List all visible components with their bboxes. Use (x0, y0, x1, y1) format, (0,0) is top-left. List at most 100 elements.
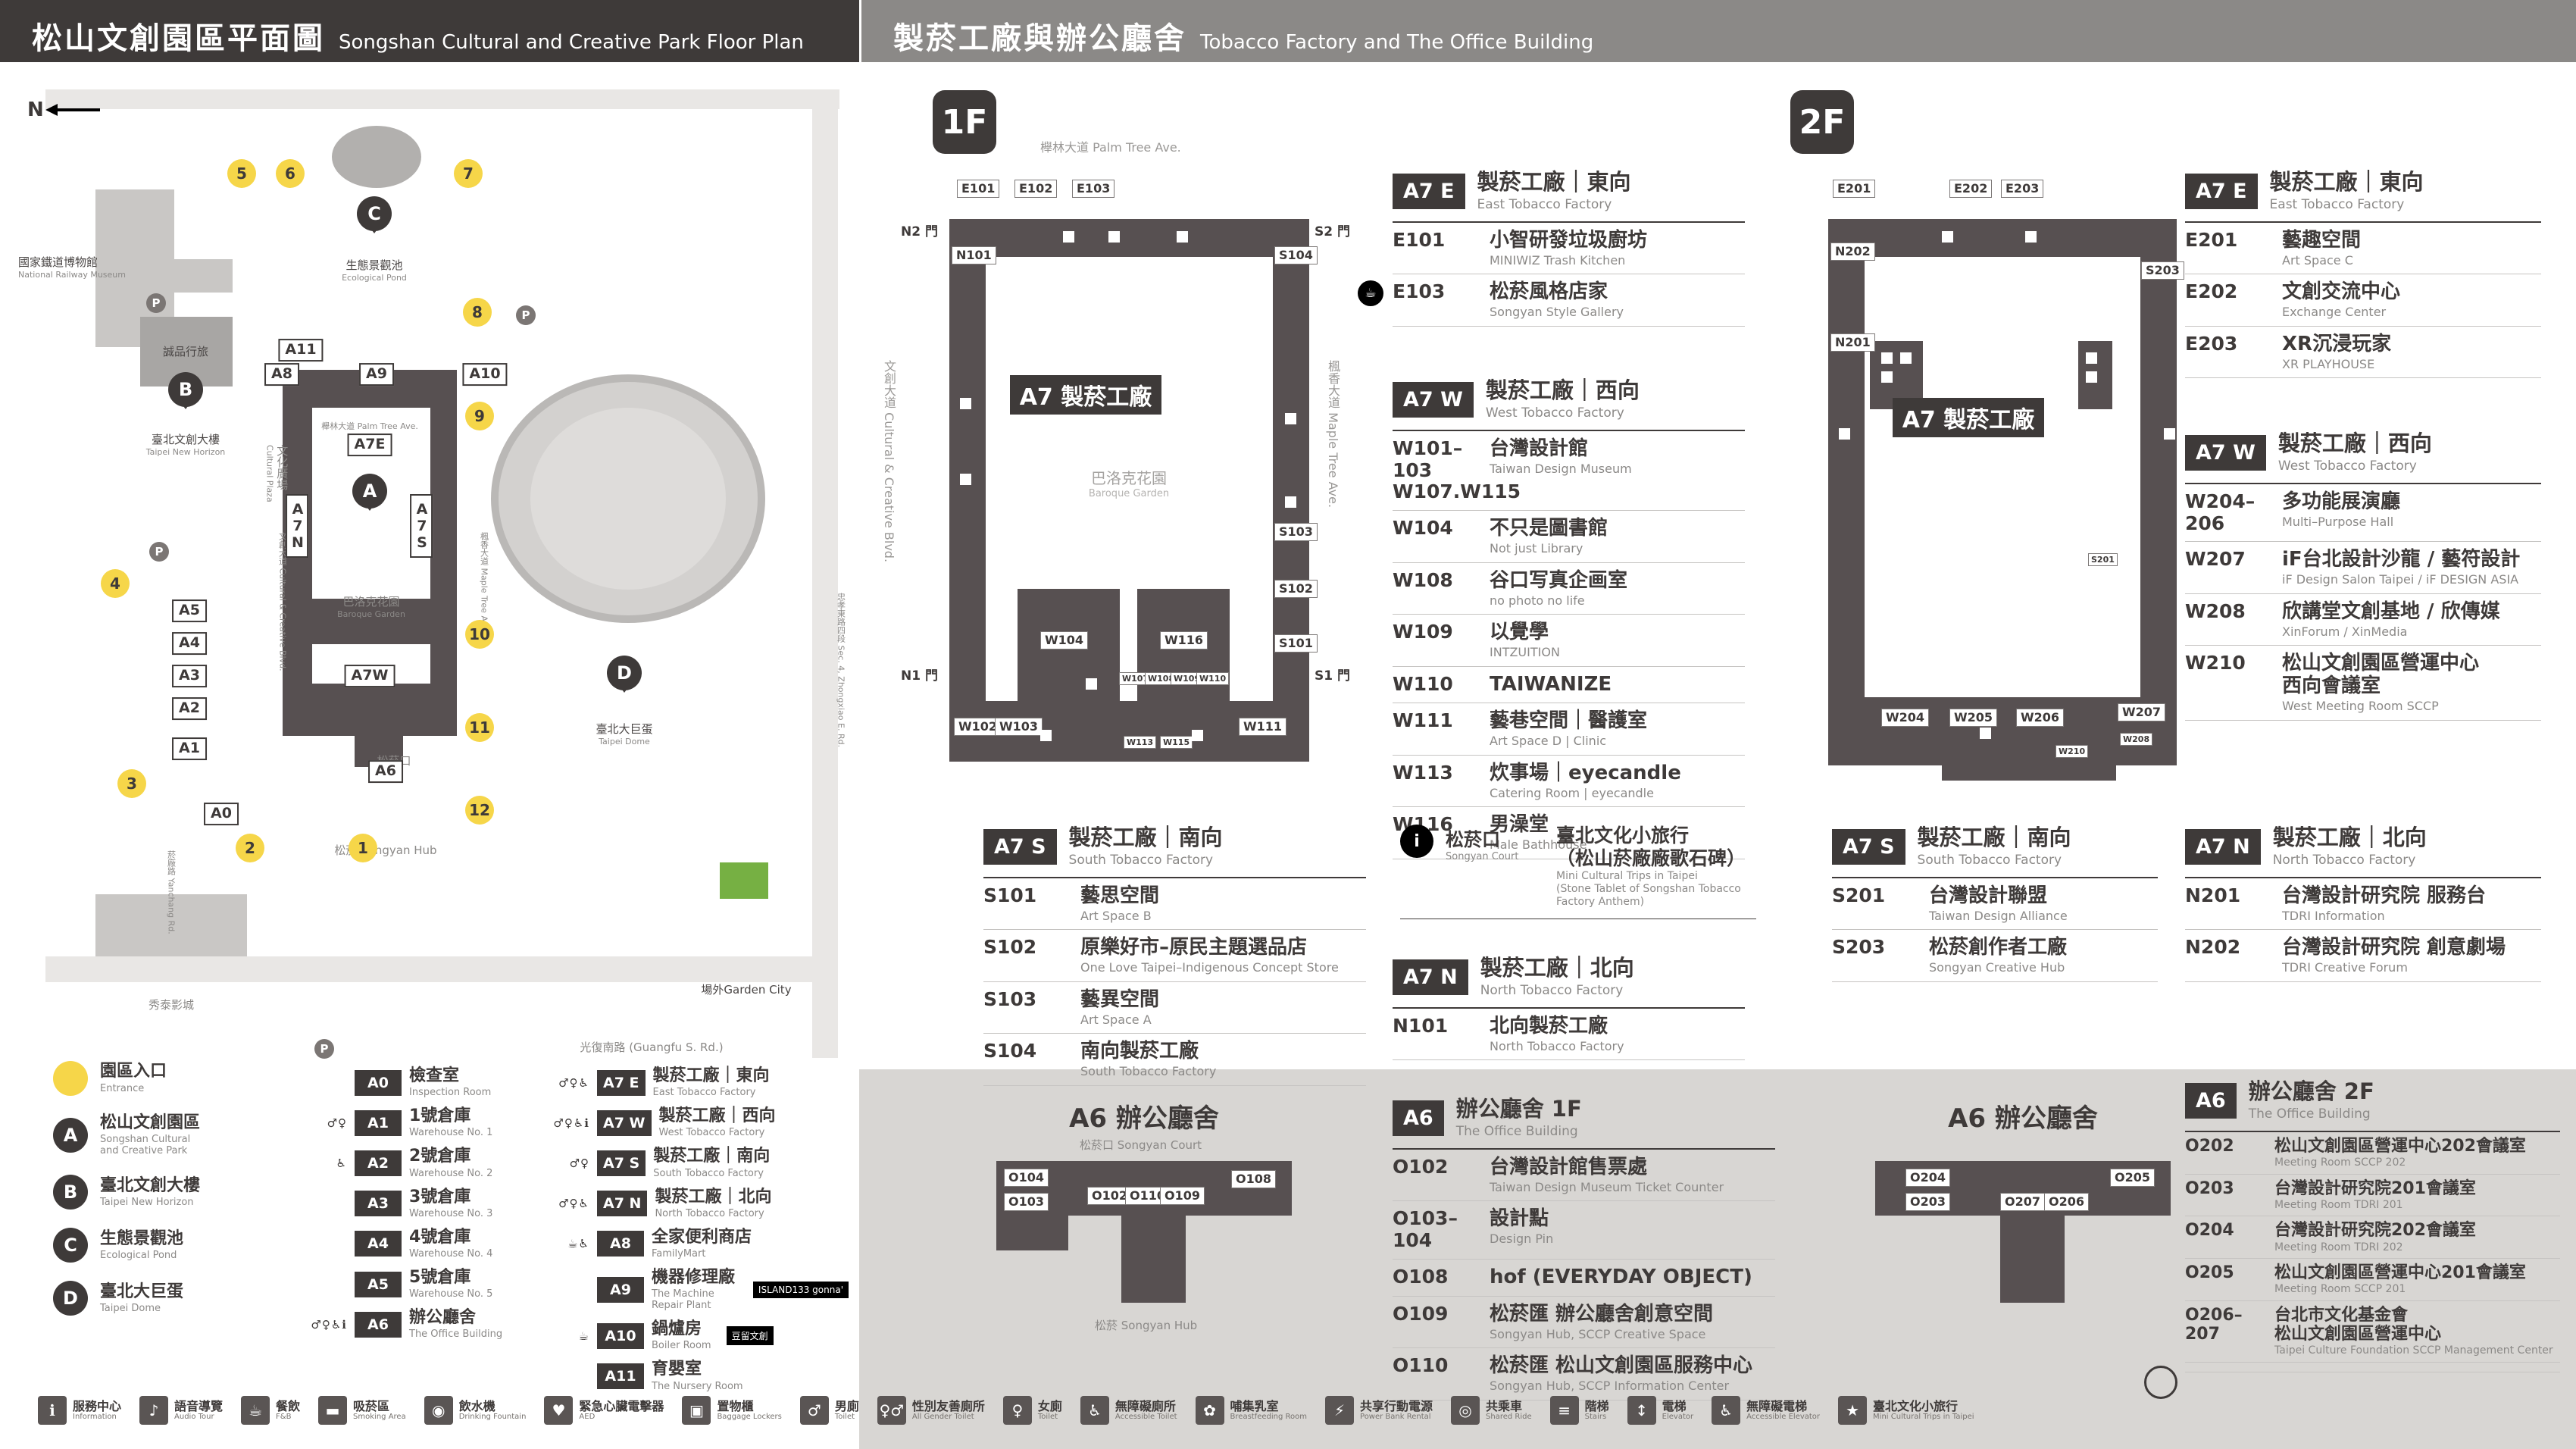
legend-building-row: A11 育嬰室 The Nursery Room (546, 1360, 849, 1392)
room-label: W115 (1160, 736, 1193, 749)
legend-building-row: A5 5號倉庫 Warehouse No. 5 (303, 1268, 538, 1300)
map-label-en: Taipei Dome (599, 736, 650, 746)
legend-place-row: D 臺北大巨蛋 Taipei Dome (53, 1281, 303, 1316)
legend-building-row: ♂♀♿ A7 N 製菸工廠｜北向 North Tobacco Factory (546, 1188, 849, 1219)
directory-entry: W204–206 多功能展演廳 Multi–Purpose Hall (2185, 484, 2541, 543)
room-name-en: Meeting Room SCCP 202 (2274, 1156, 2406, 1169)
facility-icon: ↕ (1627, 1396, 1656, 1425)
court-name-en: Songyan Court (1446, 851, 1519, 862)
facility-icon (1192, 730, 1203, 741)
legend-place-en: Taipei Dome (100, 1302, 161, 1314)
room-name-en: Art Space D | Clinic (1490, 734, 1607, 749)
floor-1f-badge: 1F (933, 90, 996, 154)
section-code-badge: A6 (2185, 1082, 2237, 1119)
facility-icon (1285, 496, 1296, 508)
room-name-zh: XR沉浸玩家 (2282, 332, 2392, 355)
directory-a7s-1f: A7 S 製菸工廠｜南向 South Tobacco Factory S101 … (983, 825, 1366, 1086)
room-label: S201 (2088, 553, 2118, 566)
footer-legend-item: ♥ 緊急心臟電擊器 AED (544, 1396, 664, 1425)
legend-place-zh: 生態景觀池 (100, 1228, 184, 1248)
map-label-zh: 臺北文創大樓 (151, 432, 220, 446)
directory-entry: O204 台灣設計研究院202會議室 Meeting Room TDRI 202 (2185, 1216, 2560, 1259)
building-code-box: A1 (172, 737, 207, 760)
room-code: S104 (983, 1040, 1037, 1062)
room-name-zh: 北向製菸工廠 (1490, 1014, 1608, 1037)
room-name-en: XinForum / XinMedia (2282, 624, 2408, 639)
facility-icon (1040, 730, 1052, 741)
directory-entry: O103–104 設計點 Design Pin (1393, 1201, 1775, 1260)
legend-place-icon: D (53, 1281, 88, 1316)
section-zh: 製菸工廠｜北向 (1480, 955, 1634, 981)
legend-place-zh: 臺北文創大樓 (100, 1175, 201, 1195)
room-label: O104 (1004, 1169, 1049, 1187)
directory-entry: O202 松山文創園區營運中心202會議室 Meeting Room SCCP … (2185, 1132, 2560, 1175)
room-name-en: Songyan Style Gallery (1490, 305, 1624, 320)
room-name-zh: 藝趣空間 (2282, 228, 2362, 252)
facility-legend-bar: ℹ 服務中心 Information ♪ 語音導覽 Audio Tour ☕ 餐… (38, 1396, 2561, 1425)
map-label: 文創大道 Cultural & Creative Blvd. (267, 532, 298, 671)
legend-place-en: Entrance (100, 1082, 145, 1094)
room-name-zh: hof (EVERYDAY OBJECT) (1490, 1265, 1752, 1288)
facility-zh: 電梯 (1662, 1398, 1687, 1413)
facility-icon (1900, 352, 1912, 364)
facility-en: Smoking Area (353, 1413, 406, 1422)
entrance-marker: 1 (349, 834, 377, 862)
legend-building-en: FamilyMart (652, 1247, 706, 1260)
legend-building-zh: 鍋爐房 (652, 1319, 702, 1339)
room-code: O202 (2185, 1136, 2234, 1156)
legend-building-zh: 製菸工廠｜北向 (655, 1187, 772, 1206)
section-code-badge: A7 N (1393, 959, 1468, 995)
room-name-en: MINIWIZ Trash Kitchen (1490, 252, 1626, 268)
garden-city-block (720, 862, 768, 899)
map-label: 楓香大道 Maple Tree Ave. (468, 532, 499, 634)
directory-entry: W101–103 W107.W115 台灣設計館 Taiwan Design M… (1393, 431, 1745, 512)
legend-building-row: ♿ A2 2號倉庫 Warehouse No. 2 (303, 1147, 538, 1179)
footer-legend-item: ♪ 語音導覽 Audio Tour (139, 1396, 223, 1425)
facility-zh: 餐飲 (276, 1398, 301, 1413)
section-code-badge: A7 N (2185, 828, 2261, 865)
road-right (812, 89, 838, 1058)
facility-en: Mini Cultural Trips in Taipei (1873, 1413, 1974, 1422)
facility-icon (2086, 371, 2097, 383)
facility-zh: 哺集乳室 (1230, 1398, 1279, 1413)
directory-entry: W108 谷口写真企画室 no photo no life (1393, 563, 1745, 615)
building-code-chip: A8 (597, 1231, 644, 1257)
legend-building-row: A9 機器修理廠 The Machine Repair Plant ISLAND… (546, 1268, 849, 1311)
legend-building-zh: 製菸工廠｜西向 (658, 1106, 776, 1126)
road-top (45, 89, 839, 109)
facility-icon: ♥ (544, 1396, 574, 1425)
room-code: O110 (1393, 1354, 1449, 1377)
directory-entry: W104 不只是圖書館 Not just Library (1393, 511, 1745, 563)
room-label: E103 (1072, 180, 1115, 198)
map-label: 忠孝東路四段 Sec. 4, Zhongxiao E. Rd. (825, 593, 856, 747)
room-label: W205 (1949, 709, 1998, 727)
legend-place-zh: 園區入口 (100, 1062, 167, 1081)
directory-a6-2f: A6 辦公廳舍 2F The Office Building O202 松山文創… (2144, 1079, 2560, 1399)
legend-building-row: ☕ A10 鍋爐房 Boiler Room 豆留文創 (546, 1319, 849, 1351)
legend-building-zh: 製菸工廠｜南向 (653, 1147, 771, 1166)
room-name-zh: 藝異空間 (1080, 987, 1160, 1011)
directory-entry: E202 文創交流中心 Exchange Center (2185, 274, 2541, 327)
room-code: O204 (2185, 1221, 2234, 1241)
facility-icon: ♀ (1002, 1396, 1032, 1425)
facility-icon: ℹ (38, 1396, 67, 1425)
tenant-tag: 豆留文創 (726, 1326, 774, 1346)
room-label: O204 (1905, 1169, 1950, 1187)
room-name-zh: TAIWANIZE (1490, 672, 1612, 696)
floor-2f-badge: 2F (1790, 90, 1854, 154)
section-code-badge: A7 E (1393, 173, 1465, 209)
section-zh: 製菸工廠｜西向 (2277, 430, 2432, 456)
section-en: The Office Building (1455, 1123, 1578, 1139)
room-code: O103–104 (1393, 1207, 1458, 1252)
room-label: W111 (1239, 718, 1287, 736)
facility-en: Power Bank Rental (1360, 1413, 1431, 1422)
section-en: North Tobacco Factory (1480, 982, 1624, 998)
building-code-box: A7W (344, 665, 395, 687)
legend-building-en: West Tobacco Factory (658, 1127, 765, 1139)
facility-en: Breastfeeding Room (1230, 1413, 1308, 1422)
map-label-zh: 文化廣場 (275, 445, 289, 490)
room-name-en: Meeting Room SCCP 201 (2274, 1283, 2406, 1296)
section-zh: 製菸工廠｜東向 (2269, 169, 2424, 195)
room-code: W108 (1393, 568, 1453, 591)
map-label: 文化廣場 Cultural Plaza (250, 445, 303, 502)
